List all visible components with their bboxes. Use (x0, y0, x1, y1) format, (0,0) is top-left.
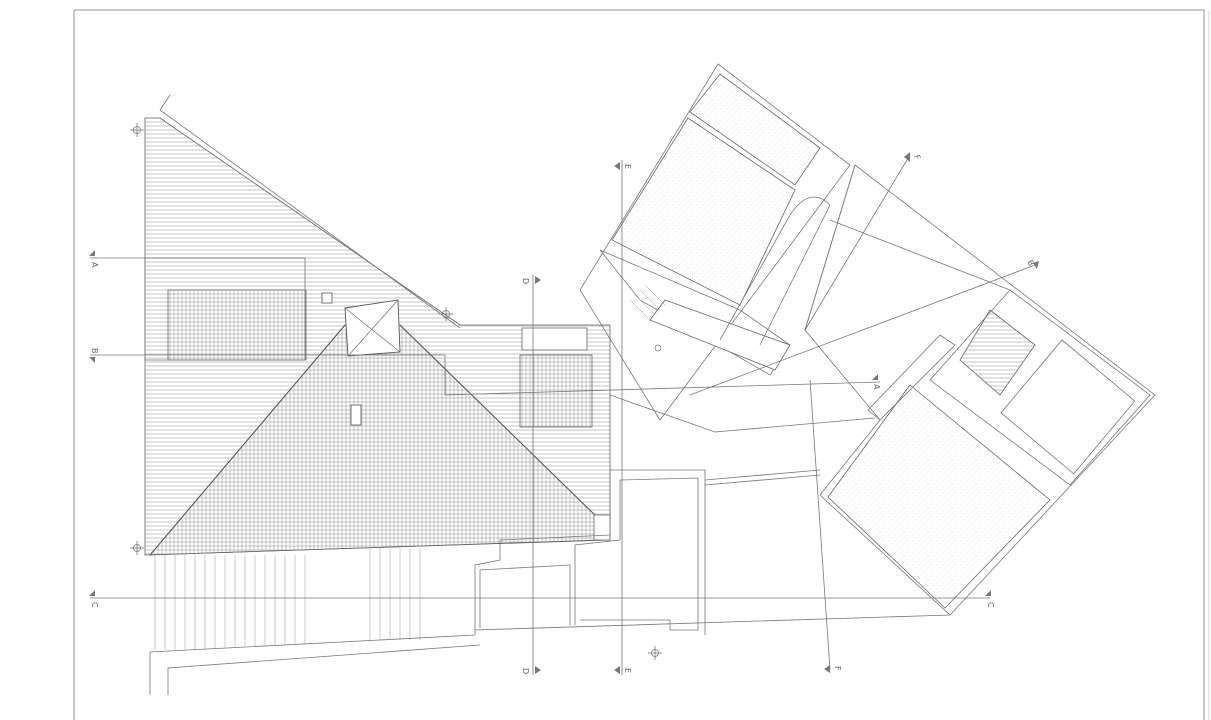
stair-lines-left (154, 548, 421, 650)
north-edge-b (719, 214, 791, 341)
wall-line (704, 469, 821, 481)
arrow-icon (89, 590, 95, 596)
ground-edge-2 (167, 644, 481, 695)
gutter-box (593, 514, 611, 541)
east-stair (959, 309, 1036, 396)
hip-line-2 (399, 324, 601, 521)
crosshair-icon (130, 123, 144, 137)
stair-north (629, 284, 666, 321)
section-line-F2 (809, 379, 831, 671)
section-mark-C-left: C (89, 590, 99, 608)
section-mark-C-right: C (985, 590, 995, 608)
court-outline-1 (474, 469, 706, 635)
arrow-icon (985, 590, 991, 596)
arrow-icon (535, 276, 541, 284)
north-ramp (649, 299, 791, 371)
arrow-icon (89, 357, 95, 363)
arch-curve (789, 196, 831, 216)
court-outline-3 (574, 477, 699, 631)
crosshair-icon (130, 541, 144, 555)
section-letter: C (90, 602, 99, 608)
wall-line-2 (704, 474, 821, 486)
section-letter: F (912, 154, 922, 162)
section-letter: E (623, 668, 632, 673)
lantern-diag-2 (347, 299, 399, 357)
east-court (929, 289, 1151, 486)
section-mark-D-top: D (521, 276, 541, 284)
section-mark-F-bottom: F (824, 665, 842, 673)
arrow-icon (535, 666, 541, 674)
section-mark-F-top: F (904, 152, 922, 162)
outer-edge (159, 109, 461, 329)
crosshair-icon (648, 646, 662, 660)
section-letter: F (833, 666, 842, 671)
crosshair-icon (439, 307, 453, 321)
east-walk (609, 394, 876, 433)
hip-line-3 (159, 117, 461, 326)
main-roof (144, 94, 611, 556)
arrow-icon (614, 666, 620, 674)
chimney-2 (350, 404, 362, 426)
section-mark-D-bottom: D (521, 666, 541, 674)
section-letter: A (872, 384, 881, 390)
north-edge-a (759, 204, 831, 346)
chimney-1 (321, 292, 333, 304)
section-letter: E (623, 164, 632, 169)
rotated-building-east (609, 164, 1156, 616)
section-letter: B (1025, 259, 1036, 268)
section-letter: D (521, 668, 530, 674)
section-mark-B-right: B (1025, 259, 1039, 269)
arrow-icon (824, 665, 830, 673)
section-line-F (804, 154, 911, 331)
section-letter: B (90, 348, 99, 354)
section-mark-E-top: E (614, 162, 632, 170)
column-marker (654, 344, 662, 352)
arrow-icon (872, 374, 878, 380)
ridge-tick (159, 94, 171, 111)
section-mark-B-left: B (89, 348, 99, 363)
dormer-left (167, 289, 307, 361)
north-outline (579, 63, 851, 421)
lower-ground (149, 469, 951, 695)
section-letter: D (521, 278, 530, 284)
north-roof-panel-1 (689, 73, 821, 186)
section-line-B2 (689, 264, 1036, 396)
arrow-icon (1033, 261, 1039, 269)
section-letter: C (986, 602, 995, 608)
arrow-icon (614, 162, 620, 170)
ground-edge-1 (149, 614, 951, 695)
section-mark-A-right: A (872, 374, 881, 390)
rotated-building-north (579, 63, 851, 421)
east-parapet (867, 334, 956, 421)
section-line-A2 (444, 381, 881, 396)
court-outline-2 (479, 564, 571, 628)
section-mark-E-bottom: E (614, 666, 632, 674)
hip-line-1 (149, 324, 346, 556)
roof-right-cap (521, 327, 588, 351)
arrow-icon (904, 152, 910, 162)
section-lines (90, 154, 1036, 675)
drawing-frame (73, 9, 1205, 720)
section-mark-A-left: A (89, 250, 99, 268)
east-diag-2 (829, 219, 1011, 291)
section-letter: A (90, 262, 99, 268)
east-roof-panel (827, 384, 1051, 609)
east-pool (1000, 339, 1136, 475)
arrow-icon (89, 250, 95, 256)
lantern-diag-1 (344, 307, 401, 353)
east-diag-1 (804, 164, 856, 331)
